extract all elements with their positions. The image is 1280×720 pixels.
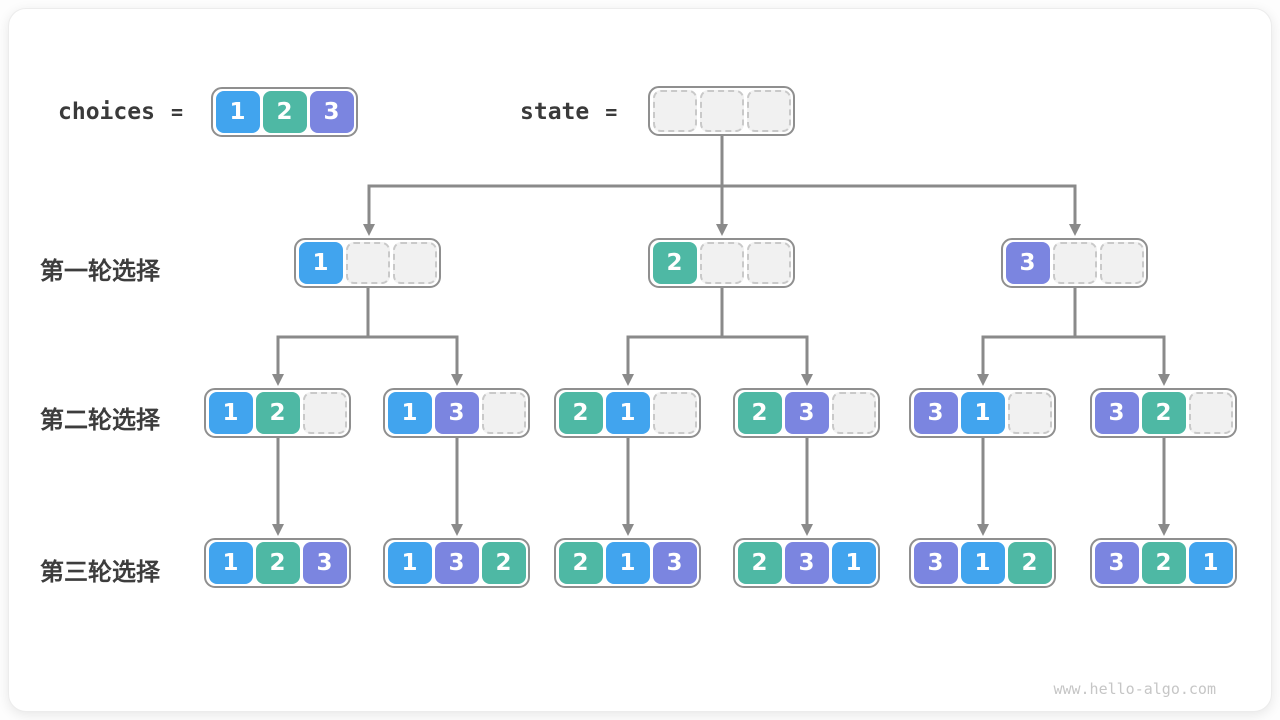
value-tile-3: 3 — [1005, 242, 1050, 284]
value-tile-3: 3 — [434, 392, 479, 434]
value-tile-2: 2 — [481, 542, 526, 584]
value-tile-2: 2 — [737, 392, 782, 434]
value-tile-2: 2 — [1007, 542, 1052, 584]
value-tile-3: 3 — [784, 542, 829, 584]
value-tile-2: 2 — [262, 91, 307, 133]
empty-slot — [652, 392, 697, 434]
empty-slot — [1052, 242, 1097, 284]
value-tile-3: 3 — [913, 542, 958, 584]
value-tile-1: 1 — [605, 542, 650, 584]
value-tile-1: 1 — [1188, 542, 1233, 584]
empty-slot — [699, 242, 744, 284]
empty-slot — [1099, 242, 1144, 284]
empty-slot — [652, 90, 697, 132]
value-tile-3: 3 — [784, 392, 829, 434]
value-tile-1: 1 — [208, 392, 253, 434]
empty-slot — [345, 242, 390, 284]
choices-label-text: choices — [58, 99, 155, 125]
state-label-text: state — [520, 99, 590, 125]
value-tile-1: 1 — [208, 542, 253, 584]
row-label-round-3: 第三轮选择 — [40, 559, 160, 586]
value-tile-1: 1 — [387, 542, 432, 584]
empty-slot — [1188, 392, 1233, 434]
state-node-r1-0: 1 — [294, 238, 441, 288]
empty-slot — [831, 392, 876, 434]
value-tile-2: 2 — [737, 542, 782, 584]
value-tile-3: 3 — [913, 392, 958, 434]
empty-slot — [1007, 392, 1052, 434]
value-tile-2: 2 — [558, 542, 603, 584]
value-tile-2: 2 — [652, 242, 697, 284]
value-tile-1: 1 — [831, 542, 876, 584]
value-tile-3: 3 — [309, 91, 354, 133]
watermark: www.hello-algo.com — [1053, 680, 1216, 698]
value-tile-3: 3 — [302, 542, 347, 584]
value-tile-1: 1 — [387, 392, 432, 434]
value-tile-1: 1 — [960, 392, 1005, 434]
value-tile-2: 2 — [1141, 392, 1186, 434]
state-equals-sign: = — [605, 100, 618, 124]
state-node-r1-2: 3 — [1001, 238, 1148, 288]
value-tile-1: 1 — [215, 91, 260, 133]
empty-slot — [481, 392, 526, 434]
value-tile-1: 1 — [298, 242, 343, 284]
row-label-round-2: 第二轮选择 — [40, 407, 160, 434]
row-label-round-1: 第一轮选择 — [40, 258, 160, 285]
empty-slot — [699, 90, 744, 132]
value-tile-2: 2 — [558, 392, 603, 434]
value-tile-1: 1 — [960, 542, 1005, 584]
state-label: state = — [520, 87, 617, 137]
value-tile-3: 3 — [1094, 392, 1139, 434]
empty-slot — [746, 90, 791, 132]
value-tile-2: 2 — [255, 392, 300, 434]
value-tile-3: 3 — [652, 542, 697, 584]
empty-slot — [746, 242, 791, 284]
choices-equals-sign: = — [170, 100, 183, 124]
value-tile-1: 1 — [605, 392, 650, 434]
state-node-r1-1: 2 — [648, 238, 795, 288]
empty-slot — [392, 242, 437, 284]
value-tile-3: 3 — [1094, 542, 1139, 584]
value-tile-2: 2 — [255, 542, 300, 584]
value-tile-3: 3 — [434, 542, 479, 584]
state-array — [648, 86, 795, 136]
empty-slot — [302, 392, 347, 434]
choices-label: choices = — [58, 87, 183, 137]
value-tile-2: 2 — [1141, 542, 1186, 584]
